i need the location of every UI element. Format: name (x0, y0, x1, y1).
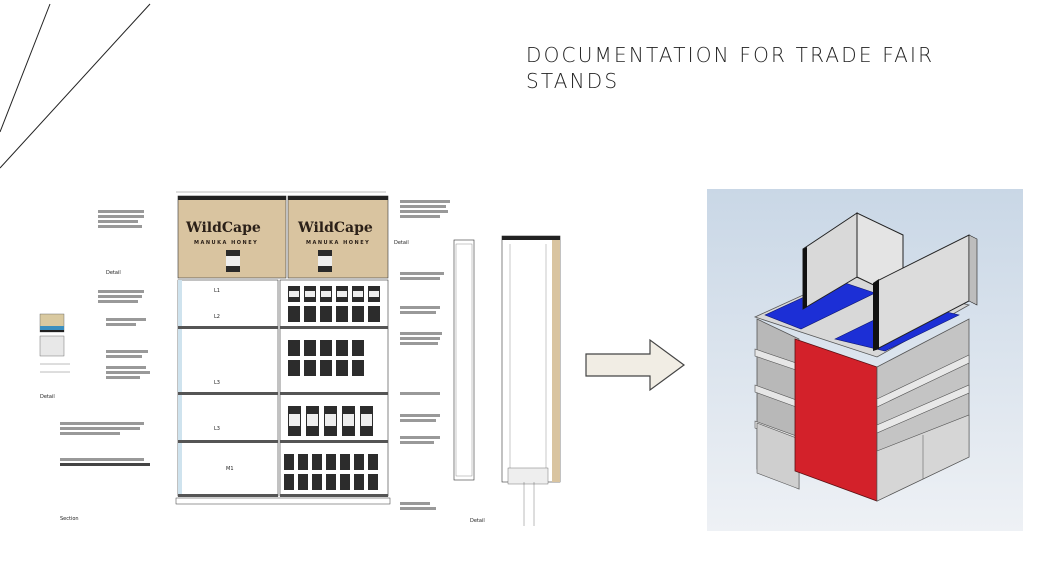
brand-sub-right: MANUKA HONEY (306, 240, 370, 246)
detail-label-d: Detail (470, 518, 485, 524)
elevation-main: WildCape WildCape MANUKA HONEY MANUKA HO… (175, 191, 391, 505)
slide-title: DOCUMENTATION FOR TRADE FAIR STANDS (526, 43, 935, 93)
decorative-diagonal-lines (0, 3, 151, 169)
brand-text-left: WildCape (185, 220, 261, 236)
shelf-label-l2: L2 (214, 314, 220, 320)
honey-jars (284, 286, 380, 490)
detail-inset-left (39, 313, 70, 373)
stand-right-shelves (876, 318, 970, 502)
technical-drawing: Detail Detail Section (36, 186, 570, 530)
side-section (453, 235, 561, 526)
brand-sub-left: MANUKA HONEY (194, 240, 258, 246)
detail-label-right: Detail (394, 240, 409, 246)
shelf-label-m1: M1 (226, 466, 234, 472)
right-arrow-icon (585, 338, 686, 392)
stand-3d-render (707, 189, 1023, 531)
section-label: Section (60, 516, 79, 522)
annotation-notes-right (400, 200, 450, 510)
shelf-label-l3: L3 (214, 380, 220, 386)
detail-label-b: Detail (40, 394, 55, 400)
detail-label-e: Detail (106, 270, 121, 276)
annotation-notes-left (60, 210, 150, 466)
shelf-label-l1: L1 (214, 288, 220, 294)
brand-text-right: WildCape (297, 220, 373, 236)
stand-left-shelves (754, 318, 800, 490)
shelf-label-l3b: L3 (214, 426, 220, 432)
